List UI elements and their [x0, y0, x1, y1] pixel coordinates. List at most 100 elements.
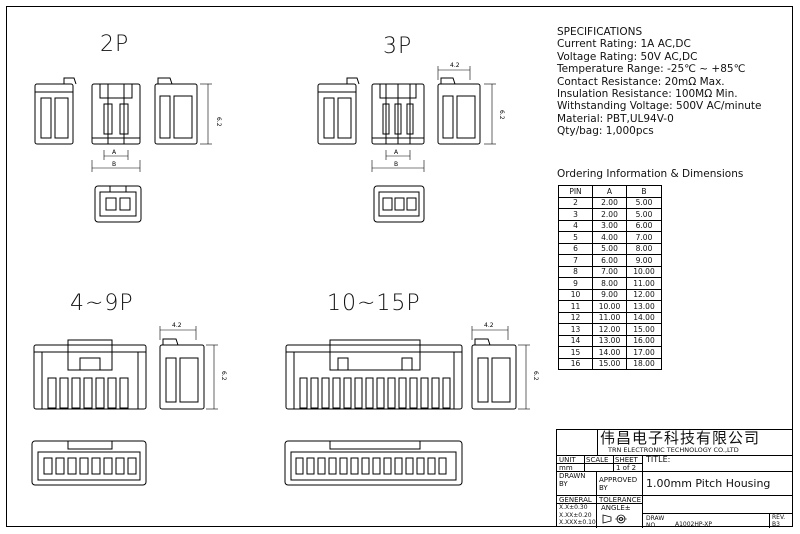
view-label-10-15p: 10~15P [327, 291, 421, 316]
cell-b: 11.00 [626, 277, 662, 290]
cell-b: 9.00 [626, 254, 662, 267]
cell-a: 2.00 [592, 196, 627, 209]
cell-pin: 10 [558, 288, 593, 301]
cell-a: 10.00 [592, 300, 627, 313]
tolerance-3: X.XXX±0.10 [559, 519, 596, 526]
specifications: SPECIFICATIONS Current Rating: 1A AC,DC … [557, 26, 761, 138]
projection-symbol-icon [602, 514, 627, 524]
cell-pin: 4 [558, 219, 593, 232]
drawing-2p [34, 77, 212, 223]
drawn-by-label: DRAWN BY [557, 471, 597, 496]
draw-no-value: A1002HP-XP [675, 521, 712, 528]
spec-line: Current Rating: 1A AC,DC [557, 38, 691, 51]
cell-a: 13.00 [592, 334, 627, 347]
angle-cell: ANGLE± [596, 503, 643, 528]
dim-a-2p: A [112, 149, 117, 156]
cell-b: 13.00 [626, 300, 662, 313]
cell-b: 5.00 [626, 196, 662, 209]
spec-line: Voltage Rating: 50V AC,DC [557, 50, 698, 63]
cell-pin: 7 [558, 254, 593, 267]
cell-pin: 5 [558, 231, 593, 244]
title-block: UNIT SCALE SHEET mm 1 of 2 TITLE: DRAWN … [556, 429, 793, 528]
cell-a: 15.00 [592, 357, 627, 370]
cell-pin: 13 [558, 323, 593, 336]
company-name-en: TRN ELECTRONIC TECHNOLOGY CO.,LTD [608, 446, 739, 454]
tolerance-2: X.XX±0.20 [559, 511, 592, 519]
cell-a: 9.00 [592, 288, 627, 301]
cell-a: 6.00 [592, 254, 627, 267]
cell-pin: 16 [558, 357, 593, 370]
cell-b: 8.00 [626, 242, 662, 255]
cell-a: 2.00 [592, 208, 627, 221]
cell-pin: 9 [558, 277, 593, 290]
cell-pin: 3 [558, 208, 593, 221]
view-label-2p: 2P [100, 32, 130, 57]
cell-pin: 6 [558, 242, 593, 255]
dim-h-4-9p: 6.2 [220, 371, 227, 381]
dim-w-10-15p: 4.2 [484, 322, 494, 329]
draw-no-label: DRAW NO. [646, 515, 665, 528]
cell-pin: 11 [558, 300, 593, 313]
cell-a: 12.00 [592, 323, 627, 336]
cell-a: 5.00 [592, 242, 627, 255]
table-header-row: PIN A B [558, 185, 662, 198]
spec-line: Withstanding Voltage: 500V AC/minute [557, 100, 762, 113]
dim-a-3p: A [394, 149, 399, 156]
cell-b: 15.00 [626, 323, 662, 336]
tolerance-1: X.X±0.30 [559, 504, 588, 511]
cell-pin: 14 [558, 334, 593, 347]
cell-a: 11.00 [592, 311, 627, 324]
header-a: A [592, 185, 627, 198]
specs-title: SPECIFICATIONS [557, 26, 643, 38]
company-name-cn: 伟昌电子科技有限公司 [600, 429, 761, 447]
view-label-3p: 3P [383, 34, 413, 59]
header-pin: PIN [558, 185, 593, 198]
cell-b: 12.00 [626, 288, 662, 301]
ordering-title: Ordering Information & Dimensions [557, 168, 744, 180]
dim-b-2p: B [112, 161, 116, 168]
view-label-4-9p: 4~9P [70, 291, 134, 316]
cell-b: 17.00 [626, 346, 662, 359]
angle-label: ANGLE± [601, 504, 631, 512]
cell-b: 14.00 [626, 311, 662, 324]
dim-h-3p: 6.2 [498, 110, 505, 120]
spec-line: Temperature Range: -25℃ ~ +85℃ [557, 63, 746, 76]
draw-no-cell: DRAW NO. A1002HP-XP [642, 513, 770, 528]
cell-pin: 8 [558, 265, 593, 278]
cell-pin: 12 [558, 311, 593, 324]
tolerance-values: X.X±0.30 X.XX±0.20 X.XXX±0.10 [557, 503, 597, 528]
dim-h-2p: 6.2 [215, 117, 222, 127]
cell-a: 7.00 [592, 265, 627, 278]
drawing-10-15p [284, 326, 530, 486]
drawing-3p [317, 66, 496, 223]
cell-a: 14.00 [592, 346, 627, 359]
dim-w-3p: 4.2 [450, 62, 460, 69]
cell-b: 5.00 [626, 208, 662, 221]
spec-line: Qty/bag: 1,000pcs [557, 125, 654, 138]
cell-a: 4.00 [592, 231, 627, 244]
title-label: TITLE: [642, 455, 793, 472]
cell-b: 18.00 [626, 357, 662, 370]
drawing-title: 1.00mm Pitch Housing [642, 471, 793, 496]
cell-a: 3.00 [592, 219, 627, 232]
spec-line: Material: PBT,UL94V-0 [557, 112, 674, 125]
spec-line: Insulation Resistance: 100MΩ Min. [557, 88, 738, 101]
header-b: B [626, 185, 662, 198]
cell-b: 6.00 [626, 219, 662, 232]
approved-by-label: APPROVED BY [596, 471, 643, 496]
cell-b: 7.00 [626, 231, 662, 244]
